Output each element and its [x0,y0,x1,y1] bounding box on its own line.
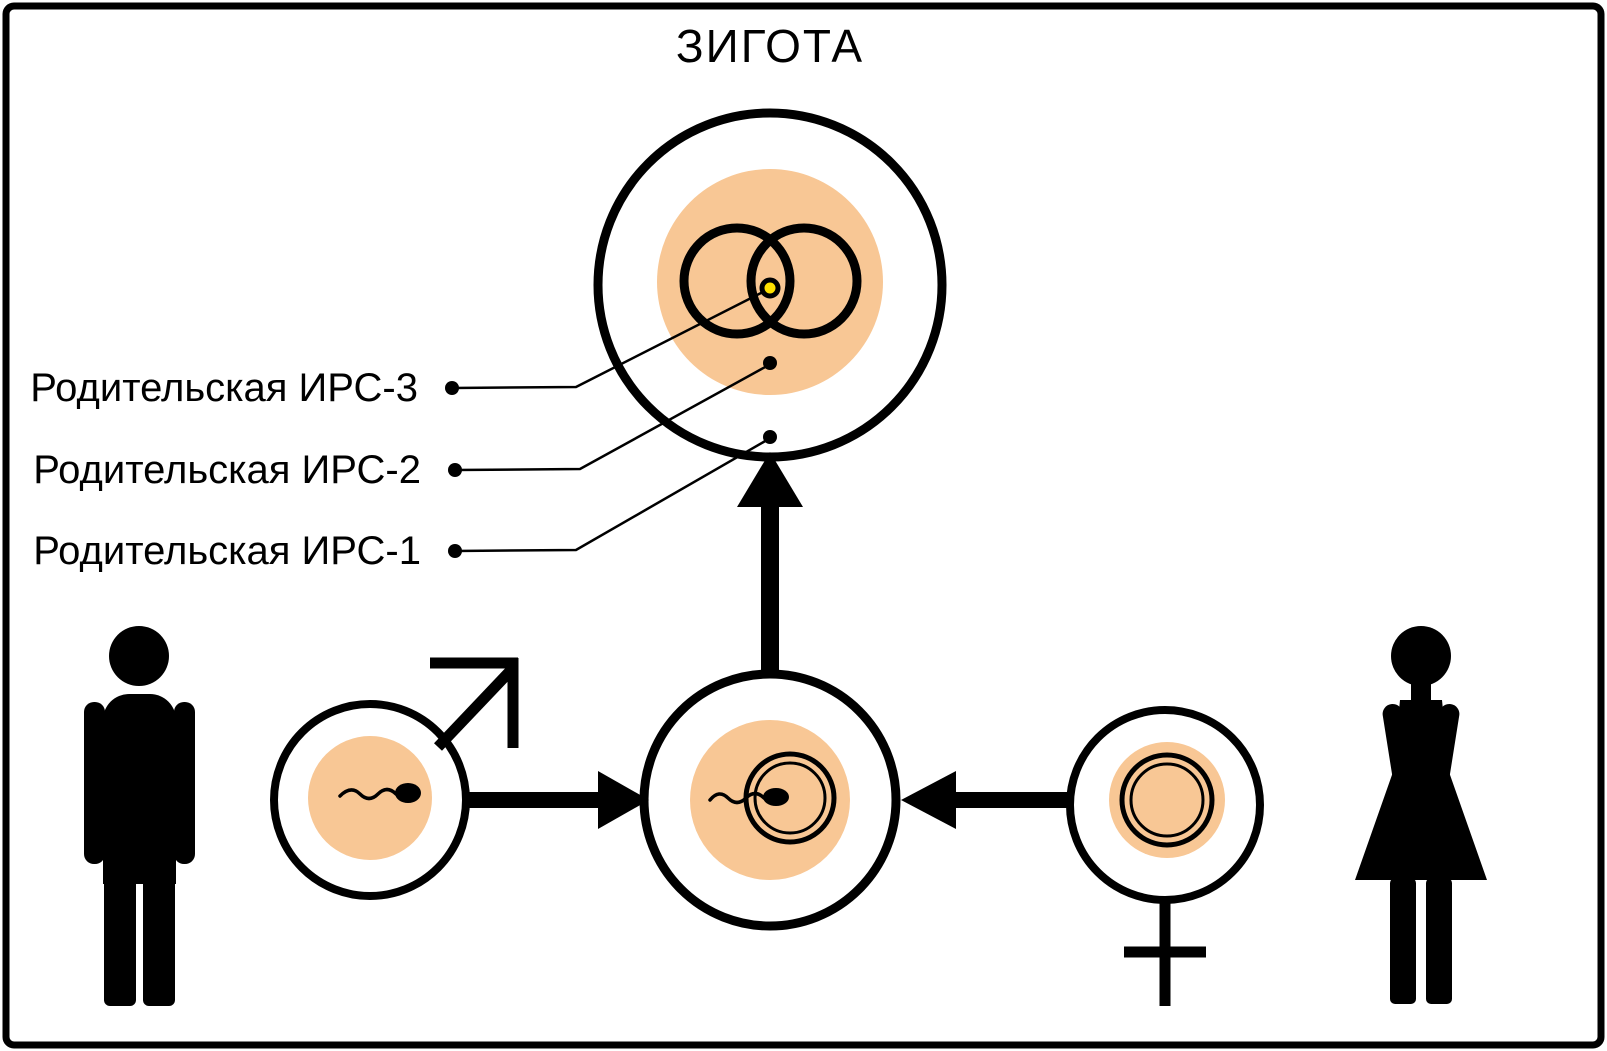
up-arrow-head [737,452,803,507]
nucleolus-yellow-dot [759,277,781,299]
male-figure-right-leg [143,858,175,1006]
label-parental-irs1: Родительская ИРС-1 [33,529,421,573]
female-figure-left-leg [1390,878,1416,1004]
entering-sperm-head [763,788,789,806]
label-parental-irs3: Родительская ИРС-3 [30,366,418,410]
egg-nucleus-inner-ring [753,761,827,835]
female-figure-right-leg [1426,878,1452,1004]
egg-cell-nucleus-outer-ring [1119,752,1215,848]
irs2-leader-line [454,364,768,472]
egg-arrow-shaft [953,792,1071,808]
male-figure-head [109,626,169,686]
egg-cell-cytoplasm [1109,742,1225,858]
irs3-leader-line [451,290,764,390]
female-figure-dress [1355,700,1487,880]
callout-lines [445,290,768,558]
egg-cell [1066,706,1264,1006]
irs1-label-dot [448,544,462,558]
label-parental-irs2: Родительская ИРС-2 [33,448,421,492]
female-figure-right-arm [1417,703,1460,863]
sperm-arrow-head [598,771,649,829]
male-figure-left-leg [104,858,136,1006]
male-figure-left-arm [84,702,105,864]
diagram-title: ЗИГОТА [676,20,864,72]
irs1-leader-line [454,438,768,553]
sperm-tail [338,787,398,801]
up-arrow [737,452,803,674]
entering-sperm-tail [708,791,766,805]
pronucleus-left-circle [679,223,795,339]
sperm-to-egg-arrow [468,771,649,829]
irs3-label-dot [445,381,459,395]
female-figure-icon [1355,626,1487,1004]
up-arrow-shaft [761,502,779,674]
irs2-label-dot [448,463,462,477]
female-symbol-icon [1124,898,1206,1006]
female-figure-left-arm [1382,703,1425,863]
egg-to-center-arrow [901,771,1071,829]
male-figure-right-arm [174,702,195,864]
egg-arrow-head [901,771,956,829]
sperm-arrow-shaft [468,792,600,808]
sperm-cell-membrane [270,700,470,900]
male-symbol-shaft [434,664,517,751]
sperm-cell [270,657,519,900]
egg-cell-nucleus-inner-ring [1129,762,1205,838]
male-symbol-icon [430,657,519,751]
female-figure-head [1391,626,1451,686]
male-figure-icon [84,626,195,1006]
sperm-head [395,783,421,803]
pronucleus-right-circle [746,223,862,339]
